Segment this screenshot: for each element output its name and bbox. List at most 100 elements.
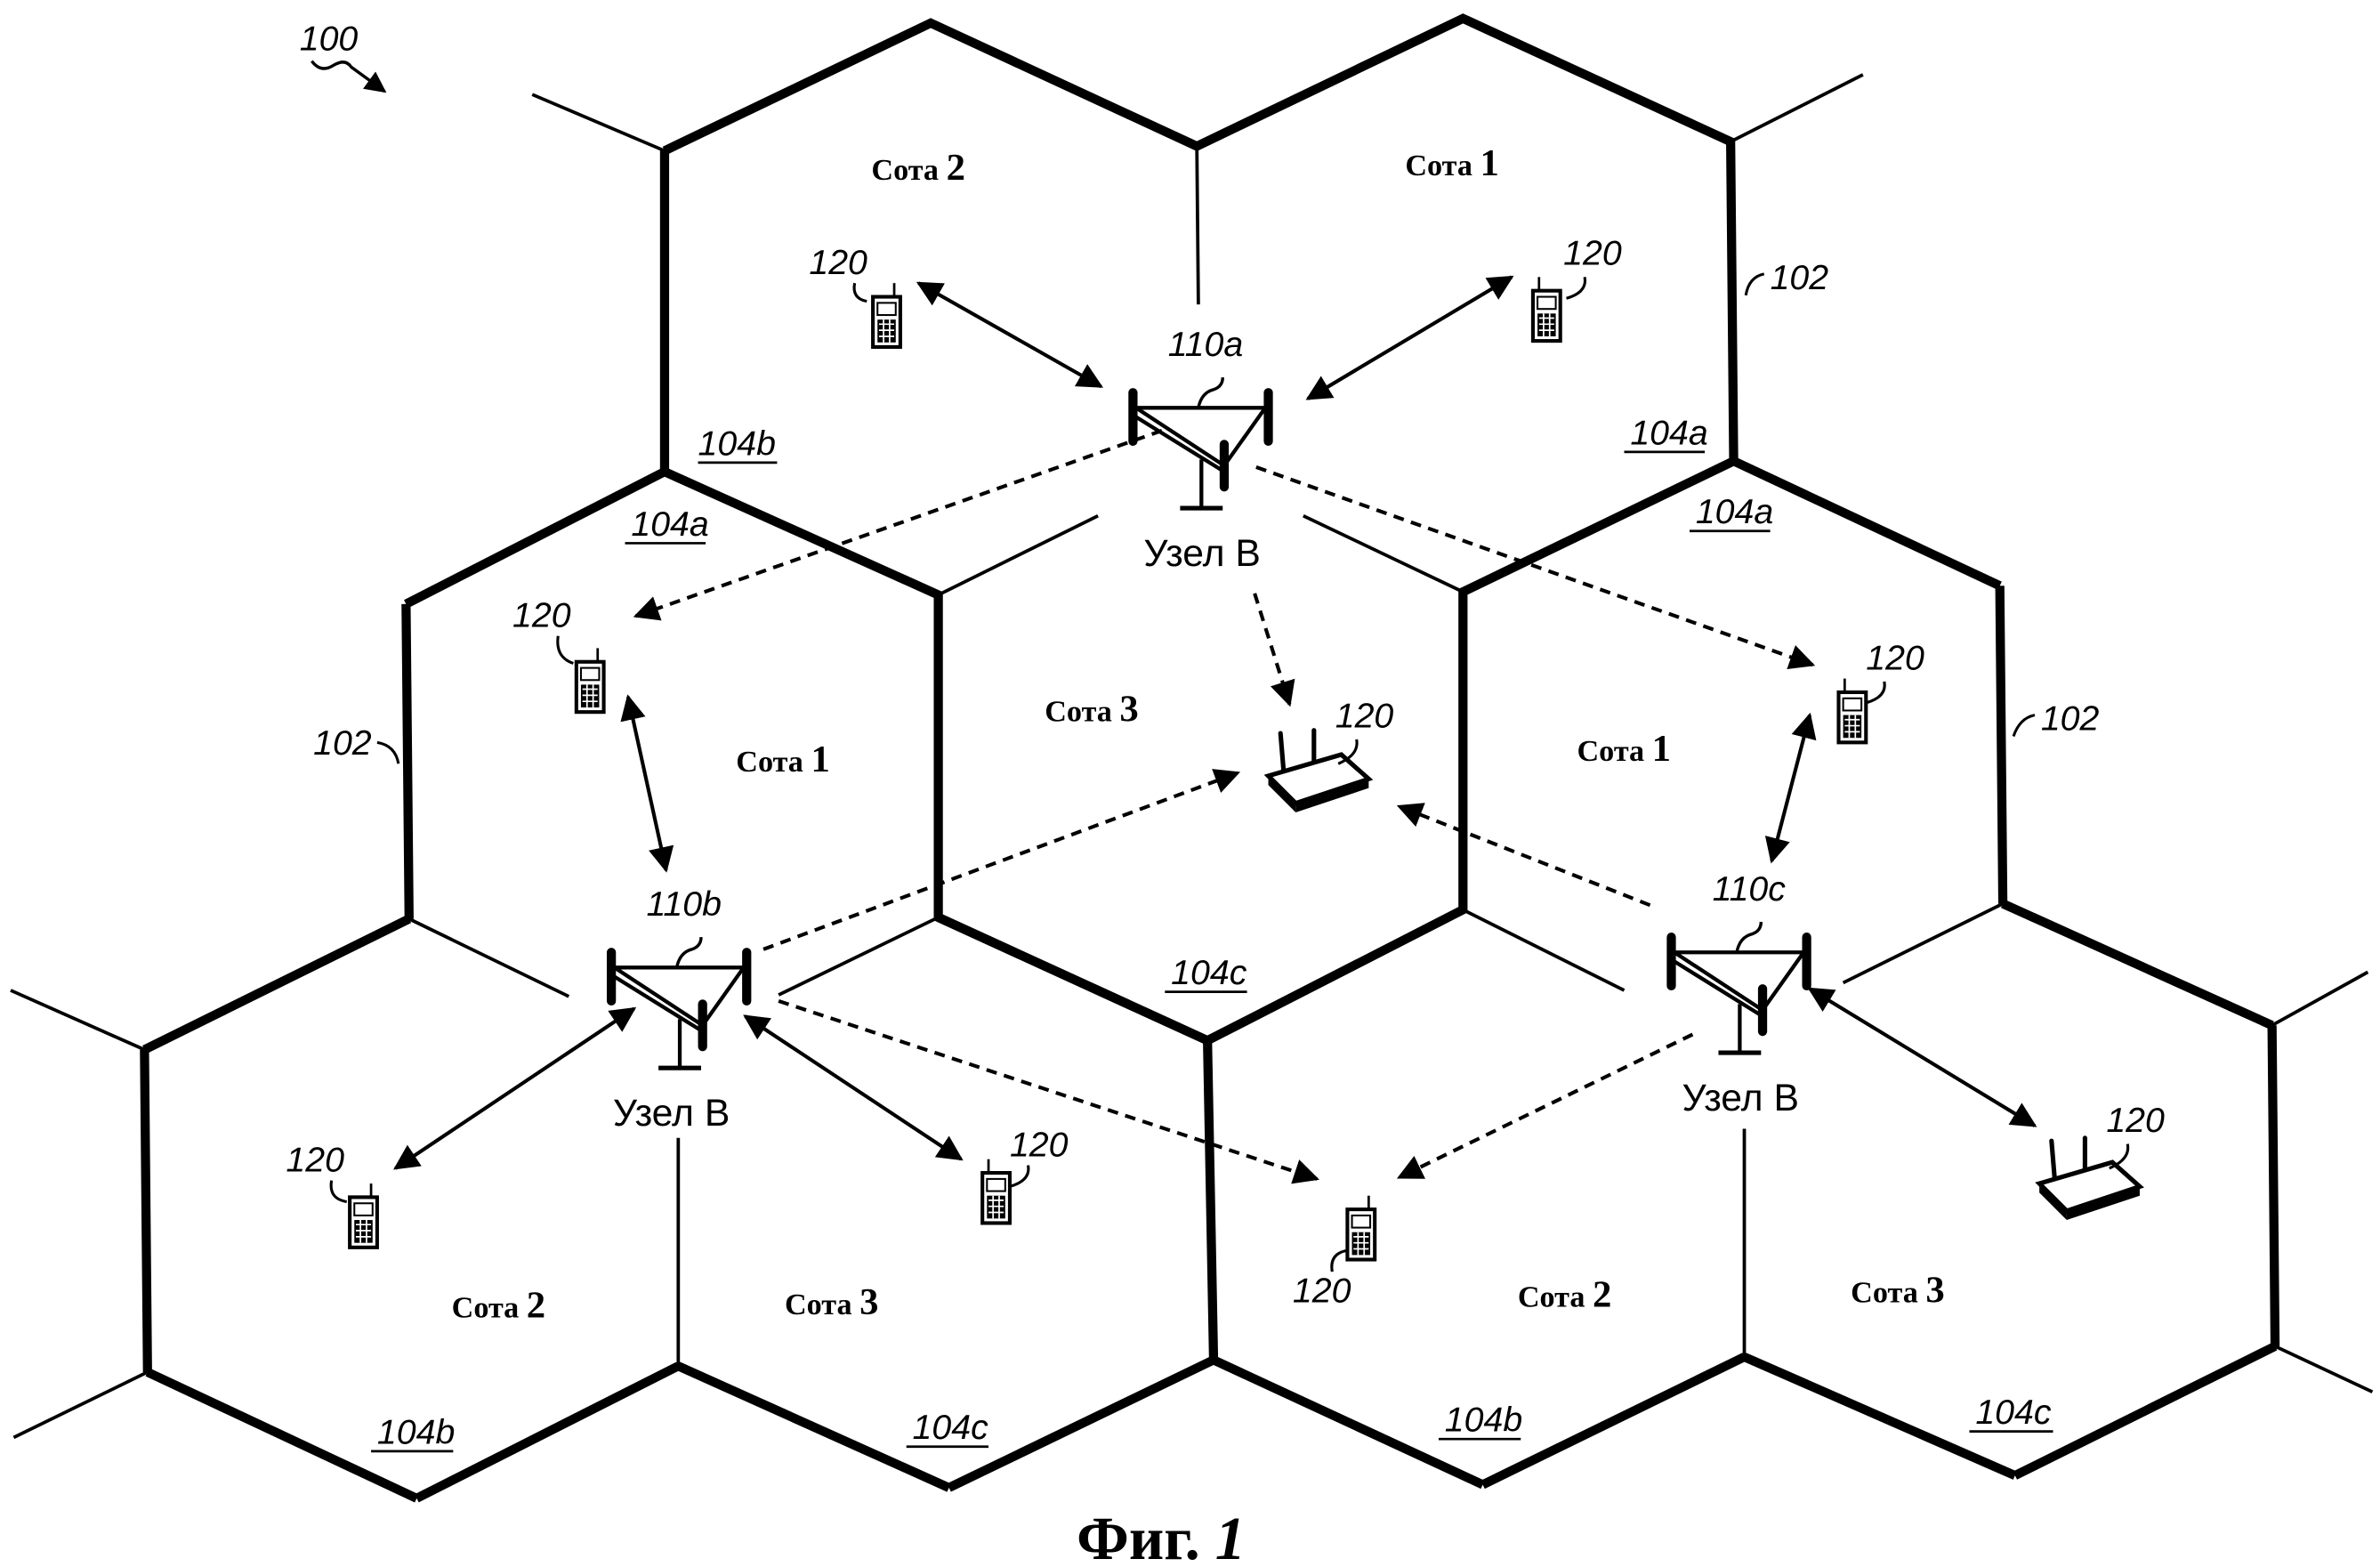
leader-line <box>329 1180 348 1204</box>
hex-boundary <box>140 1049 152 1373</box>
cell-label: Сота 2 <box>871 147 965 189</box>
antenna-icon <box>1128 388 1273 511</box>
solid-links <box>393 275 2037 1170</box>
interference-arrow <box>1396 803 1651 908</box>
cell-label: Сота 1 <box>736 739 830 780</box>
mobile-phone-icon <box>1345 1195 1377 1262</box>
sector-ref: 104c <box>1171 953 1247 992</box>
cell-label: Сота 2 <box>1518 1273 1612 1315</box>
base-station-b[interactable]: 110b Узел В <box>606 884 752 1135</box>
boundary-ref: 102 <box>1771 258 1829 297</box>
interference-arrow <box>778 998 1319 1184</box>
terminal-ref: 120 <box>1866 638 1924 677</box>
base-station-ref: 110a <box>1168 325 1244 364</box>
base-station-c[interactable]: 110c Узел В <box>1666 869 1811 1119</box>
leader-line <box>2109 1143 2130 1170</box>
leader-line <box>674 937 703 968</box>
hex-boundary <box>659 13 1739 1046</box>
link-arrow <box>1764 712 1817 864</box>
cell-boundaries <box>140 13 2280 1503</box>
sector-divider <box>531 93 666 153</box>
terminal-phone[interactable]: 120 <box>512 595 606 715</box>
hex-boundary <box>1742 1353 2017 1480</box>
hex-boundary <box>2000 899 2274 1030</box>
wireless-router-icon <box>2035 1135 2144 1221</box>
node-b-label: Узел В <box>613 1092 730 1135</box>
hex-boundary <box>1995 586 2008 904</box>
sector-ref: 104c <box>913 1408 989 1447</box>
leader-line <box>1735 921 1763 953</box>
figure-ref-arrow <box>311 60 387 93</box>
cell-label: Сота 1 <box>1577 728 1672 770</box>
terminal-ref: 120 <box>1010 1125 1069 1164</box>
terminal-router[interactable]: 120 <box>1263 696 1394 812</box>
terminal-ref: 120 <box>512 595 571 634</box>
boundary-ref: 102 <box>2041 699 2100 739</box>
terminal-ref: 120 <box>286 1140 344 1179</box>
mobile-phone-icon <box>1530 277 1562 343</box>
antenna-icon <box>606 948 752 1070</box>
hex-boundary <box>415 1361 681 1503</box>
hex-boundary <box>1211 1355 1485 1490</box>
interference-arrow <box>1253 593 1295 707</box>
sector-ref: 104a <box>1696 492 1773 531</box>
leader-line <box>1197 377 1224 408</box>
mobile-phone-icon <box>348 1183 379 1249</box>
cell-label: Сота 3 <box>785 1281 879 1323</box>
boundary-labels: 102 102 102 <box>313 258 2100 764</box>
sector-divider <box>1462 908 1626 992</box>
leader-line <box>1337 739 1359 765</box>
sector-ref: 104c <box>1975 1393 2052 1432</box>
mobile-phone-icon <box>1836 678 1868 745</box>
terminal-phone[interactable]: 120 <box>809 243 902 349</box>
node-b-label: Узел В <box>1682 1077 1798 1119</box>
sector-divider <box>2274 1345 2374 1393</box>
terminal-ref: 120 <box>1293 1271 1351 1310</box>
hex-boundary <box>1480 1353 1747 1490</box>
terminal-phone[interactable]: 120 <box>1293 1195 1377 1311</box>
sector-divider <box>1195 146 1200 305</box>
terminal-phone[interactable]: 120 <box>1530 234 1622 343</box>
hex-boundary <box>2013 1342 2278 1480</box>
base-station-ref: 110b <box>646 884 722 924</box>
mobile-phone-icon <box>980 1159 1013 1225</box>
cell-labels: Сота 2 Сота 1 Сота 1 Сота 3 Сота 1 Сота … <box>452 142 1945 1327</box>
link-arrow <box>1807 987 2037 1127</box>
leader-line <box>1744 272 1765 296</box>
sector-ref: 104b <box>377 1412 455 1451</box>
link-arrow <box>1305 275 1514 400</box>
sector-divider <box>407 917 570 998</box>
sector-divider <box>2271 970 2369 1027</box>
hex-boundary <box>142 915 412 1054</box>
cell-label: Сота 3 <box>1851 1269 1945 1311</box>
leader-line <box>556 635 574 665</box>
sector-divider <box>1730 73 1864 143</box>
mobile-phone-icon <box>574 648 606 715</box>
interference-arrow <box>633 429 1163 621</box>
hex-boundary <box>676 1361 951 1492</box>
interference-arrow <box>762 769 1241 951</box>
sector-divider <box>10 989 146 1052</box>
terminal-router[interactable]: 120 <box>2035 1101 2165 1221</box>
link-arrow <box>393 1006 637 1170</box>
terminal-phone[interactable]: 120 <box>286 1140 379 1249</box>
cell-label: Сота 3 <box>1045 688 1139 730</box>
wireless-router-icon <box>1263 728 1374 812</box>
leader-line <box>1009 1165 1030 1188</box>
sector-divider <box>1303 513 1464 594</box>
leader-line <box>376 740 400 764</box>
sector-labels: 104b 104a 104a 104a 104c 104b 104c 104b … <box>371 413 2053 1453</box>
sector-divider <box>12 1370 149 1440</box>
sector-ref: 104a <box>631 505 708 544</box>
terminal-phone[interactable]: 120 <box>1836 638 1924 745</box>
hex-boundary <box>404 467 667 609</box>
cell-label: Сота 1 <box>1405 142 1499 184</box>
node-b-label: Узел В <box>1143 532 1260 575</box>
terminal-phone[interactable]: 120 <box>980 1125 1069 1225</box>
terminal-ref: 120 <box>1563 234 1622 273</box>
terminal-ref: 120 <box>1335 696 1394 735</box>
sector-ref: 104a <box>1630 413 1707 452</box>
terminal-ref: 120 <box>2106 1101 2165 1140</box>
base-station-a[interactable]: 110a Узел В <box>1128 325 1273 575</box>
